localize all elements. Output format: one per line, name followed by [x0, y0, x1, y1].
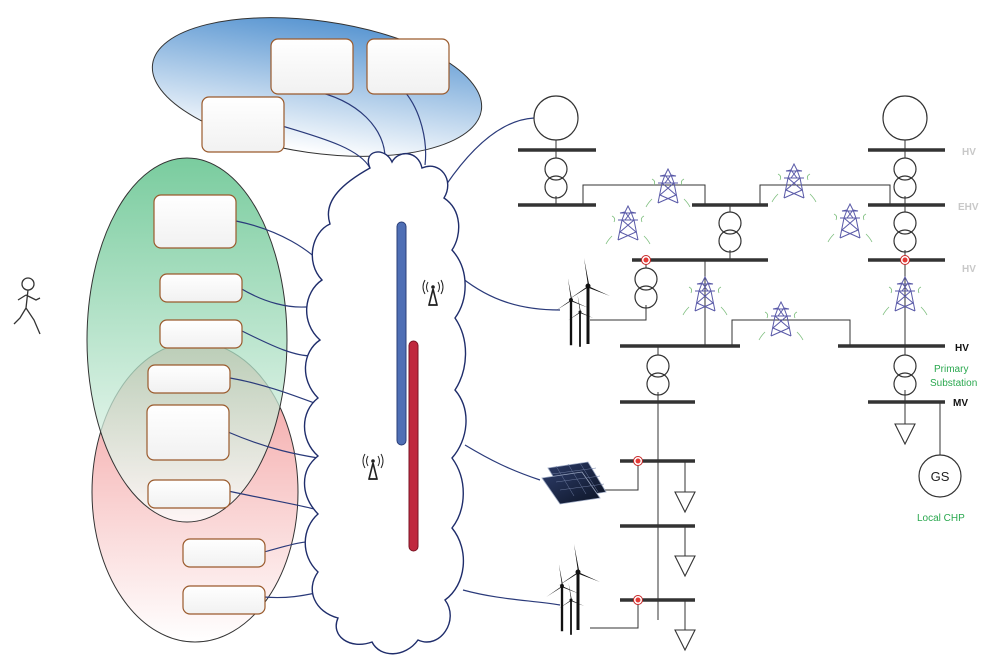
node-box	[147, 364, 231, 394]
node-box	[182, 538, 266, 568]
label-hv-mid: HV	[962, 264, 976, 275]
node-box	[146, 404, 230, 461]
data-pipes	[396, 221, 419, 552]
red-pipe	[408, 340, 419, 552]
transformer-icon	[634, 267, 658, 309]
wind-turbine-icon	[566, 256, 612, 346]
node-box	[182, 585, 266, 615]
generator-circle	[882, 95, 928, 141]
node-box	[270, 38, 354, 95]
transformer-icon	[893, 354, 917, 396]
node-box	[153, 194, 237, 249]
load-triangle-icon	[894, 411, 916, 445]
circuit-breaker-dot-icon	[633, 595, 643, 605]
generator-circle	[533, 95, 579, 141]
wind-turbine-icon	[545, 562, 581, 633]
transformer-icon	[893, 211, 917, 253]
transmission-pylon-icon	[758, 301, 804, 341]
circuit-breaker-dot-icon	[633, 456, 643, 466]
grid-wires	[555, 150, 941, 629]
transformer-icon	[718, 211, 742, 253]
label-local-chp: Local CHP	[917, 513, 965, 524]
grid-labels: HV EHV HV HV Primary Substation MV GS Lo…	[917, 147, 979, 524]
power-grid	[518, 95, 962, 651]
local-chp-generator	[918, 454, 962, 498]
wind-turbine-icon	[554, 276, 590, 347]
stick-figure-running-icon	[13, 277, 41, 335]
transmission-pylon-icon	[771, 163, 817, 203]
node-box	[147, 479, 231, 509]
blue-pipe	[396, 221, 407, 446]
circuit-breaker-dot-icon	[641, 255, 651, 265]
network-cloud	[303, 151, 467, 655]
node-box	[159, 319, 243, 349]
label-mv: MV	[953, 398, 968, 409]
solar-panel-icon	[541, 461, 607, 505]
node-box	[201, 96, 285, 153]
load-triangle-icon	[674, 617, 696, 651]
label-substation: Substation	[930, 378, 977, 389]
load-triangle-icon	[674, 479, 696, 513]
transformer-icon	[893, 157, 917, 199]
transformer-icon	[646, 354, 670, 396]
transmission-pylon-icon	[645, 168, 691, 208]
transformer-icon	[544, 157, 568, 199]
load-triangle-icon	[674, 543, 696, 577]
wind-turbine-icon	[556, 542, 602, 632]
node-boxes	[146, 38, 450, 615]
label-primary: Primary	[934, 364, 968, 375]
label-ehv: EHV	[958, 202, 979, 213]
circuit-breaker-dot-icon	[900, 255, 910, 265]
node-box	[159, 273, 243, 303]
transmission-pylon-icon	[605, 205, 651, 245]
node-box	[366, 38, 450, 95]
label-hv-top: HV	[962, 147, 976, 158]
label-gs: GS	[931, 469, 950, 484]
transmission-pylon-icon	[827, 203, 873, 243]
label-hv-main: HV	[955, 343, 969, 354]
